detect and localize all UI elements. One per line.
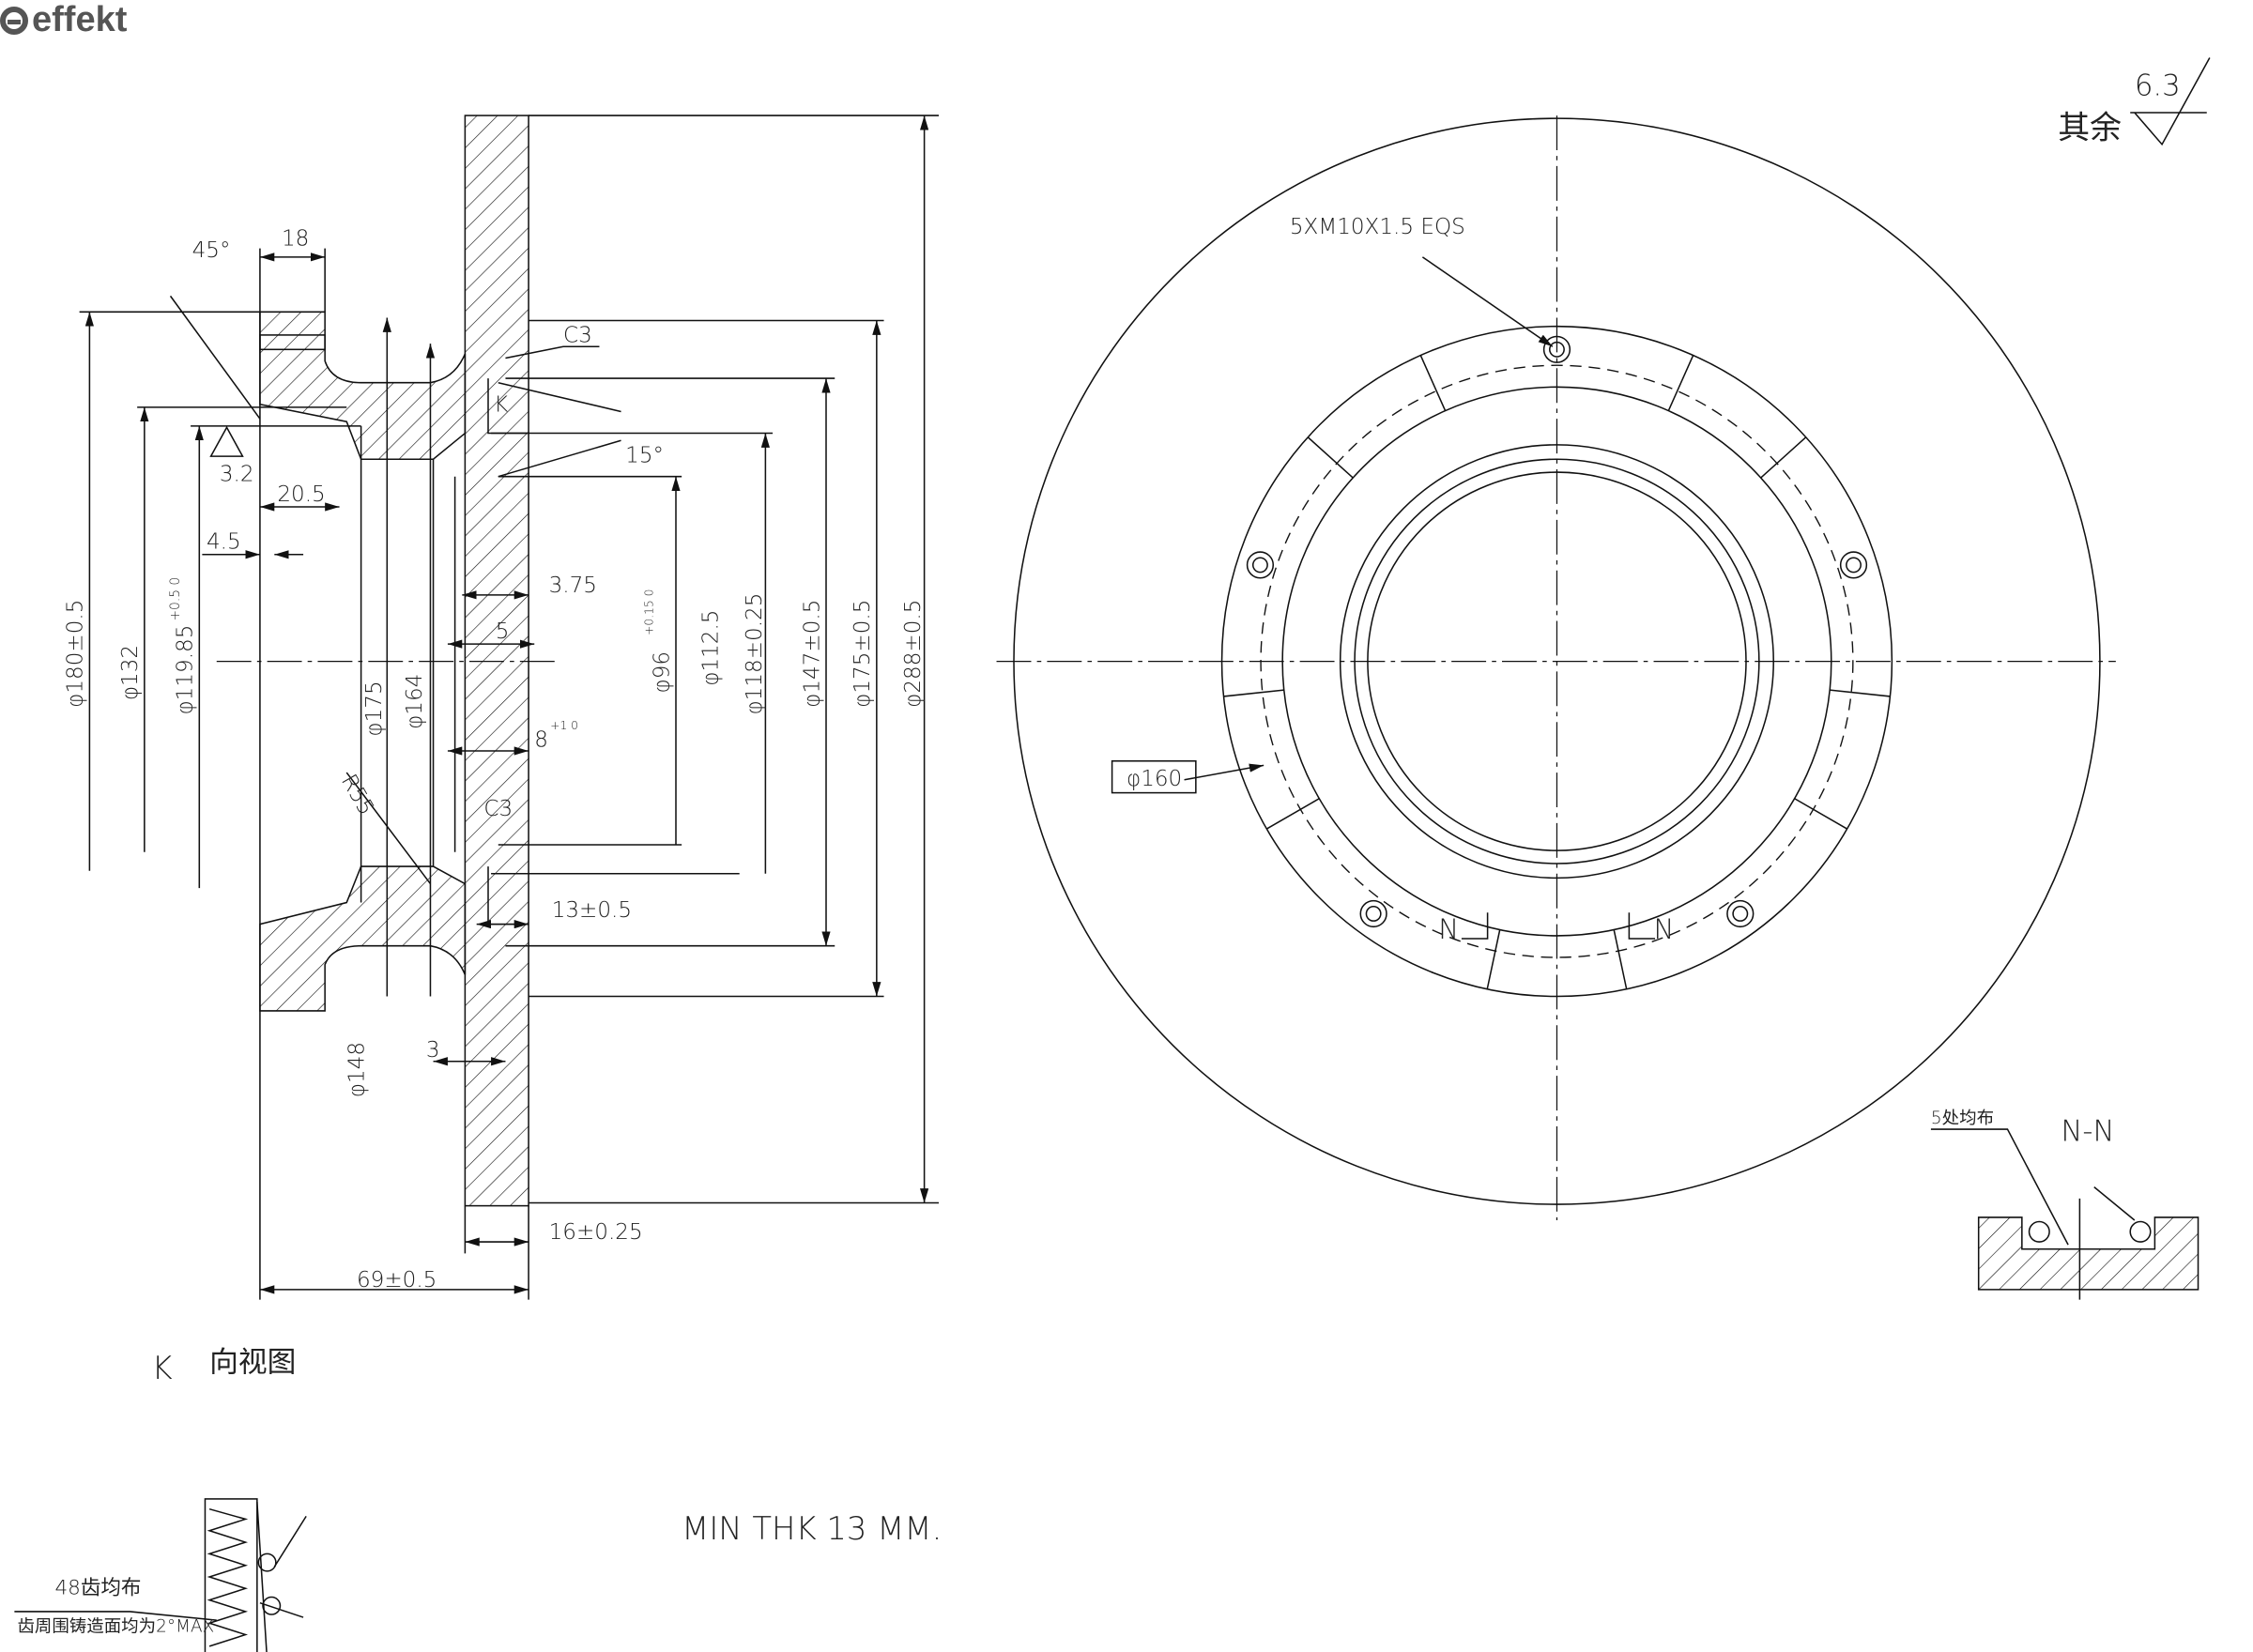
dia-112-5-label: φ112.5 <box>699 610 724 686</box>
slot-edge <box>1486 929 1501 989</box>
k-view-title: 向视图 <box>209 1346 296 1380</box>
bolt-hole <box>1365 905 1382 922</box>
bolt-hole <box>1726 899 1755 928</box>
slot-edge <box>1419 355 1447 411</box>
roughness-3-2-label: 3.2 <box>220 462 254 486</box>
dia-175-inner-label: φ175 <box>362 681 387 736</box>
slot-edge <box>1307 436 1354 479</box>
bolt-hole <box>1542 335 1571 363</box>
dim-8-label: 8 <box>534 727 548 752</box>
center-bore <box>1367 471 1747 851</box>
dim-20-5-label: 20.5 <box>277 482 325 507</box>
dimension-lines <box>79 115 939 1300</box>
section-n-n: N-N 5处均布 <box>1930 1109 2199 1300</box>
dia-96-tolerance: +0.15 0 <box>642 589 655 635</box>
disc-plate-section <box>464 115 529 1207</box>
dim-18-label: 18 <box>282 227 309 252</box>
surface-finish-symbol: 其余 6.3 <box>2058 57 2211 146</box>
section-n-n-note: 5处均布 <box>1931 1109 1994 1128</box>
section-mark-n-left: N <box>1438 913 1459 945</box>
hub-upper-section <box>259 311 467 460</box>
dim-5-label: 5 <box>496 620 510 644</box>
bolt-hole <box>1839 551 1868 579</box>
dim-16-label: 16±0.25 <box>549 1220 643 1245</box>
section-n-n-title: N-N <box>2061 1114 2114 1148</box>
dia-288-label: φ288±0.5 <box>901 600 926 708</box>
slot-edge <box>1613 929 1628 989</box>
min-thickness-note: MIN THK 13 MM. <box>682 1510 942 1547</box>
radius-55-label: R55 <box>336 771 378 819</box>
dia-160-label: φ160 <box>1126 767 1182 791</box>
dia-164-label: φ164 <box>403 674 427 729</box>
dim-69-label: 69±0.5 <box>357 1268 437 1293</box>
logo-mark-icon <box>0 6 28 35</box>
bolt-holes <box>1223 335 1891 989</box>
bolt-hole <box>1246 551 1275 579</box>
angle-15-label: 15° <box>625 443 664 467</box>
disc-outer-edge <box>1013 117 2101 1205</box>
slot-edge <box>1760 436 1807 479</box>
brand-logo: effekt <box>0 0 127 40</box>
hub-lower-section <box>259 865 467 1012</box>
slot-edge <box>1223 689 1284 697</box>
dim-13-label: 13±0.5 <box>552 898 632 923</box>
bolt-hole <box>1251 557 1268 574</box>
dim-8-tolerance: +1 0 <box>550 719 578 732</box>
dia-119-85-tolerance: +0.5 0 <box>168 577 183 621</box>
front-view: 5XM10X1.5 EQS φ160 N N <box>996 115 2116 1220</box>
bolt-hole <box>1846 557 1862 574</box>
dim-3-label: 3 <box>426 1038 440 1063</box>
dia-119-85-label: φ119.85 <box>174 625 198 715</box>
dia-118-label: φ118±0.25 <box>743 593 767 715</box>
slot-edge <box>1265 798 1320 830</box>
draft-note: 齿周围铸造面均为2°MAX <box>17 1616 214 1636</box>
surface-finish-value: 6.3 <box>2135 69 2181 103</box>
bolt-hole <box>1549 341 1565 358</box>
slot-edge <box>1667 355 1694 411</box>
dim-3-75-label: 3.75 <box>549 574 597 598</box>
surface-finish-label: 其余 <box>2058 110 2122 146</box>
chamfer-top-label: C3 <box>563 324 592 348</box>
section-mark-n-right: N <box>1654 913 1675 945</box>
dia-132-label: φ132 <box>118 645 143 700</box>
slot-edge <box>1830 689 1891 697</box>
bolt-hole <box>1732 905 1749 922</box>
dia-175-label: φ175±0.5 <box>851 600 875 708</box>
teeth-note: 48齿均布 <box>54 1576 141 1599</box>
logo-text: effekt <box>32 0 128 39</box>
slot-edge <box>1794 798 1847 830</box>
bolt-hole <box>1359 899 1387 928</box>
dia-147-label: φ147±0.5 <box>800 600 824 708</box>
chamfer-bottom-label: C3 <box>483 797 513 821</box>
thread-note: 5XM10X1.5 EQS <box>1290 215 1465 239</box>
dia-96-label: φ96 <box>650 651 674 694</box>
section-view: 45° 18 3.2 20.5 4.5 φ180±0.5 φ132 φ119.8… <box>64 115 939 1300</box>
view-k-marker: K <box>494 392 508 417</box>
bolt-circle <box>1260 364 1854 958</box>
k-view-letter: K <box>152 1350 173 1386</box>
dia-180-label: φ180±0.5 <box>64 600 88 708</box>
dia-148-label: φ148 <box>345 1042 370 1097</box>
dim-4-5-label: 4.5 <box>207 530 241 555</box>
angle-45-label: 45° <box>192 238 231 263</box>
k-view: K 向视图 48齿均布 齿周围铸造面均为2°MAX <box>14 1346 307 1652</box>
